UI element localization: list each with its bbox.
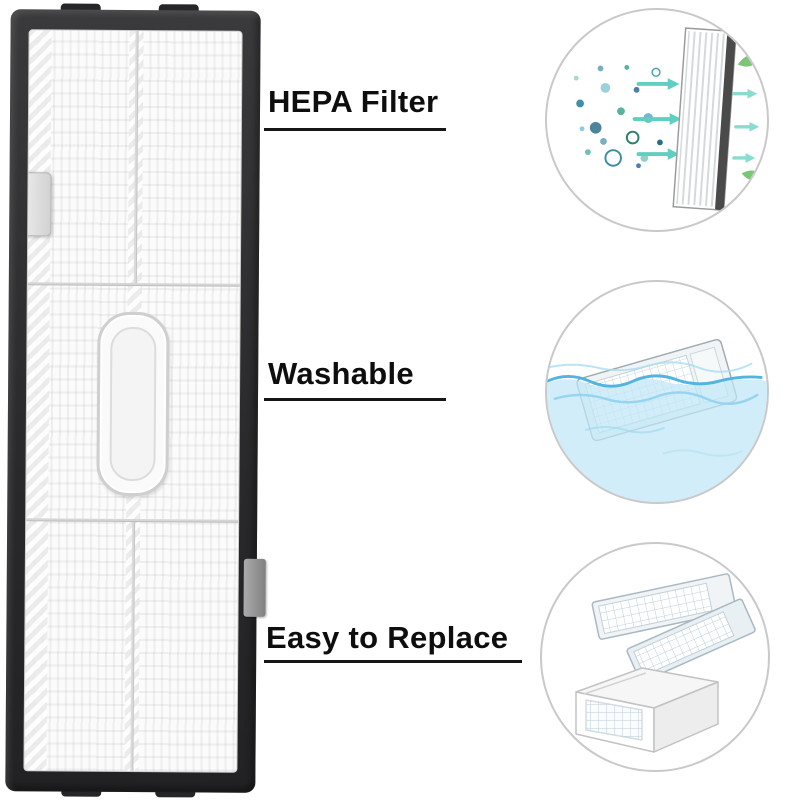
replace-scene-icon	[575, 573, 756, 753]
dustbin-icon	[575, 667, 719, 753]
pleat-edge-texture	[24, 30, 52, 771]
replacement-filters-icon	[591, 573, 756, 683]
feature-label-washable: Washable	[268, 356, 414, 391]
filter-clip	[23, 172, 52, 237]
hepa-filter-product-photo	[5, 3, 266, 798]
feature-label-hepa-filter: HEPA Filter	[268, 84, 439, 119]
feature-underline	[264, 660, 522, 663]
filter-handle-grip	[109, 327, 157, 481]
feature-label-easy-to-replace: Easy to Replace	[266, 620, 509, 655]
air-flow-arrows-icon	[632, 82, 672, 157]
filtration-scene-icon	[573, 27, 762, 212]
hepa-filtration-illustration	[545, 8, 769, 232]
leaf-icon	[737, 54, 762, 181]
water-fill-icon	[547, 378, 767, 502]
filter-frame	[5, 9, 261, 793]
easy-replace-illustration	[540, 542, 770, 772]
filter-panel-icon	[672, 27, 737, 212]
washable-illustration	[545, 280, 769, 504]
clean-air-arrows-icon	[732, 92, 752, 160]
feature-underline	[264, 128, 446, 131]
air-flow-arrowheads-icon	[667, 78, 682, 160]
filter-latch	[243, 558, 266, 617]
feature-underline	[264, 398, 446, 401]
clean-air-arrowheads-icon	[745, 88, 760, 163]
filter-media	[23, 29, 243, 773]
washing-scene-icon	[547, 338, 767, 502]
water-waves-icon	[547, 361, 763, 457]
filter-handle	[96, 311, 170, 497]
